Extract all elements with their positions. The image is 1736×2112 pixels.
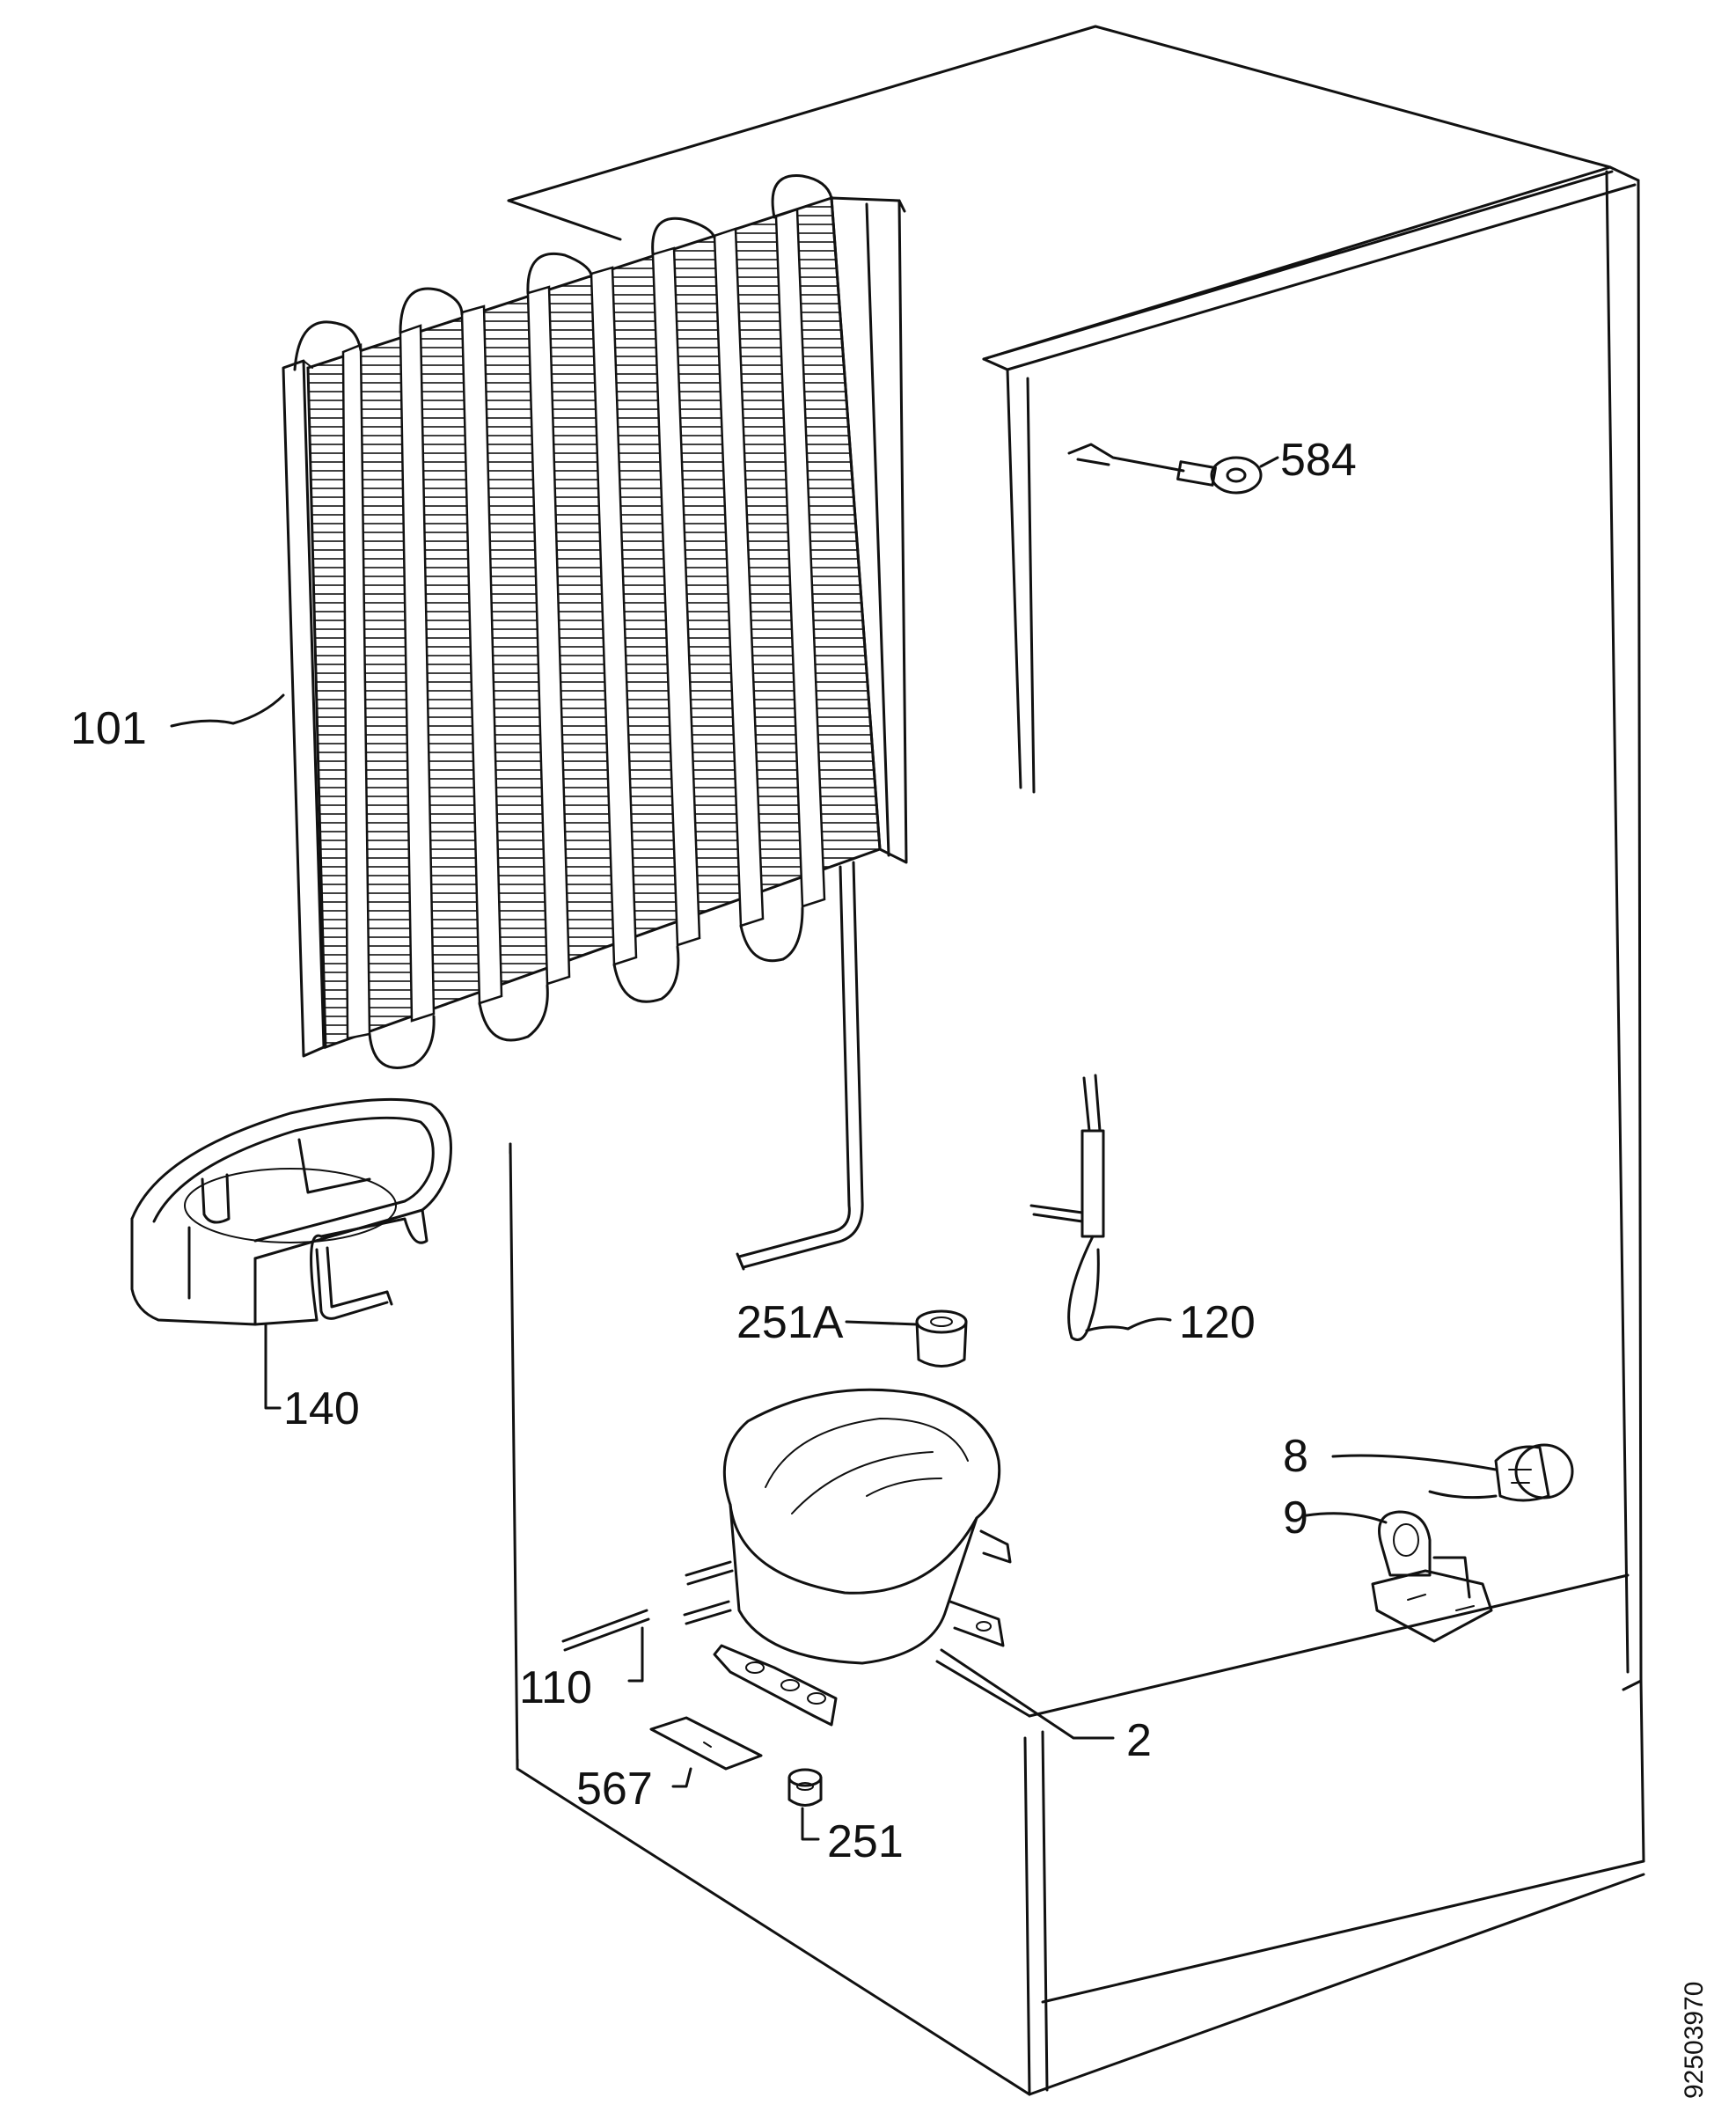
clamp-9 — [1371, 1510, 1493, 1643]
condenser-101 — [282, 174, 908, 1271]
compressor-2 — [683, 1388, 1012, 1727]
start-relay-8 — [1428, 1443, 1574, 1502]
tube-110 — [561, 1609, 650, 1652]
label-251a: 251A — [736, 1297, 844, 1348]
leader-lines — [170, 456, 1498, 1841]
part-labels: 584 101 251A 120 140 8 9 110 2 567 251 9… — [70, 435, 1709, 2099]
label-567: 567 — [576, 1764, 653, 1815]
label-8: 8 — [1283, 1431, 1308, 1482]
label-110: 110 — [519, 1662, 592, 1713]
plate-567 — [649, 1716, 763, 1771]
drip-tray-140 — [130, 1097, 452, 1326]
label-251: 251 — [827, 1816, 904, 1867]
label-584: 584 — [1280, 435, 1357, 486]
label-140: 140 — [283, 1383, 360, 1434]
label-9: 9 — [1283, 1492, 1308, 1544]
label-2: 2 — [1126, 1715, 1152, 1766]
thermostat-sensor-584 — [1067, 443, 1263, 495]
grommet-251a — [915, 1309, 968, 1368]
nut-251 — [787, 1768, 823, 1807]
relay-120 — [1029, 1074, 1105, 1341]
cabinet — [507, 25, 1645, 2096]
drawing-number: 92503970 — [1680, 1982, 1709, 2099]
label-120: 120 — [1179, 1297, 1256, 1348]
label-101: 101 — [70, 703, 147, 754]
